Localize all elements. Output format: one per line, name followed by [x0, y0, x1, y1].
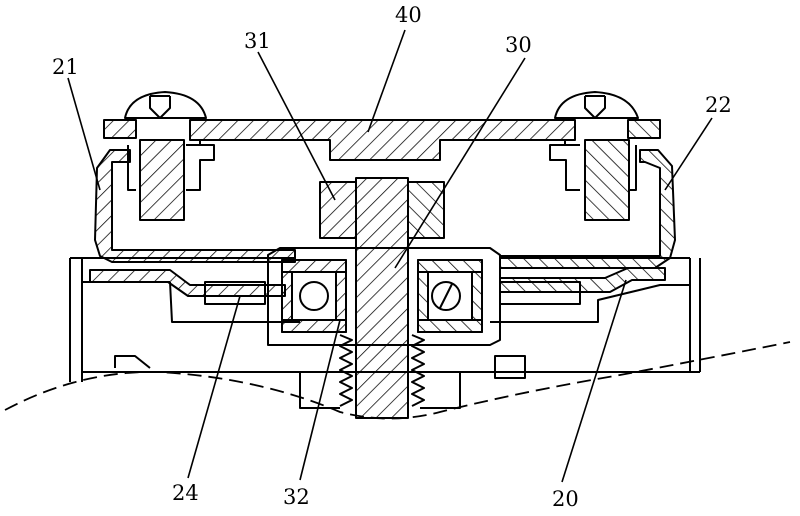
- label-30: 30: [505, 33, 532, 57]
- bearing-right: [418, 260, 482, 332]
- label-31: 31: [244, 29, 271, 53]
- bearing-left: [282, 260, 346, 332]
- label-22: 22: [705, 93, 732, 117]
- label-24: 24: [172, 481, 199, 505]
- hub-block-right: [408, 182, 444, 238]
- label-40: 40: [395, 3, 422, 27]
- central-shaft: [356, 178, 408, 418]
- top-cover: [190, 120, 575, 160]
- hub-block-left: [320, 182, 356, 238]
- label-32: 32: [283, 485, 310, 509]
- label-20: 20: [552, 487, 579, 511]
- label-21: 21: [52, 55, 79, 79]
- pressing-plate-left: [95, 150, 295, 262]
- pressing-plate-right-foot: [500, 268, 665, 292]
